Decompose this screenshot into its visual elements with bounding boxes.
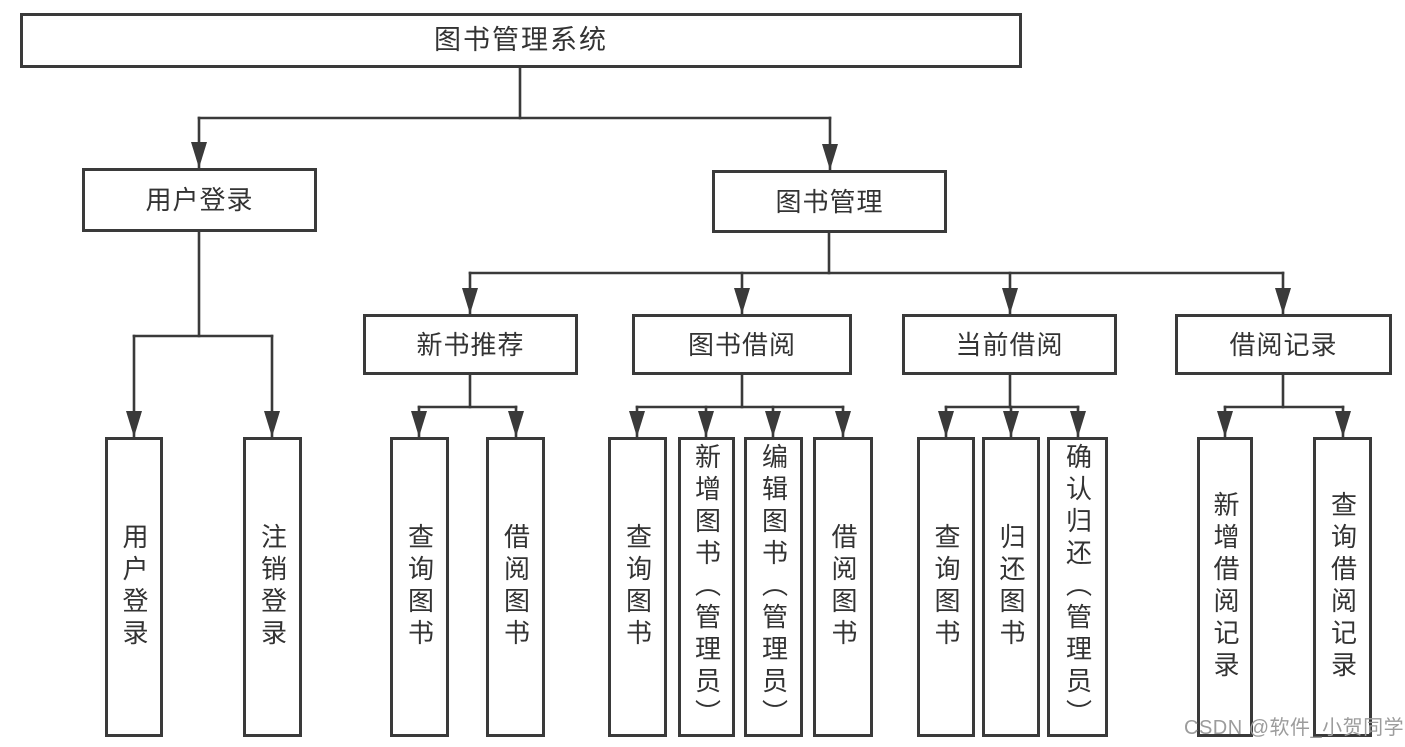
node-label: 用户登录 bbox=[119, 523, 149, 651]
watermark: CSDN @软件_小贺同学 bbox=[1184, 717, 1405, 739]
leaf-logout: 注销登录 bbox=[243, 437, 302, 737]
node-label: 查询图书 bbox=[404, 523, 435, 651]
leaf-user-login: 用户登录 bbox=[105, 437, 163, 737]
node-label: 图书借阅 bbox=[687, 329, 796, 360]
node-label: 归还图书 bbox=[996, 523, 1026, 651]
node-label: 借阅图书 bbox=[500, 523, 531, 651]
node-label: 查询图书 bbox=[931, 523, 961, 651]
leaf-query-books-recommend: 查询图书 bbox=[390, 437, 449, 737]
node-label: 用户登录 bbox=[145, 185, 254, 215]
node-label: 查询图书 bbox=[622, 523, 653, 651]
leaf-add-borrow-record: 新增借阅记录 bbox=[1197, 437, 1253, 737]
leaf-confirm-return-admin: 确认归还（管理员） bbox=[1047, 437, 1108, 737]
leaf-borrow-books-recommend: 借阅图书 bbox=[486, 437, 545, 737]
leaf-query-books-borrow: 查询图书 bbox=[608, 437, 667, 737]
leaf-borrow-books: 借阅图书 bbox=[813, 437, 873, 737]
node-label: 借阅记录 bbox=[1229, 329, 1338, 360]
node-label: 借阅图书 bbox=[828, 523, 858, 651]
node-label: 查询借阅记录 bbox=[1327, 491, 1358, 683]
node-current-borrow: 当前借阅 bbox=[902, 314, 1117, 375]
leaf-query-books-current: 查询图书 bbox=[917, 437, 975, 737]
node-label: 新增借阅记录 bbox=[1210, 491, 1240, 683]
node-user-login: 用户登录 bbox=[82, 168, 317, 232]
node-root-library-system: 图书管理系统 bbox=[20, 13, 1022, 68]
leaf-add-books-admin: 新增图书（管理员） bbox=[678, 437, 735, 737]
node-label: 确认归还（管理员） bbox=[1062, 443, 1093, 731]
leaf-edit-books-admin: 编辑图书（管理员） bbox=[744, 437, 803, 737]
node-label: 编辑图书（管理员） bbox=[758, 443, 789, 731]
node-book-borrow: 图书借阅 bbox=[632, 314, 852, 375]
node-book-management: 图书管理 bbox=[712, 170, 947, 233]
leaf-query-borrow-record: 查询借阅记录 bbox=[1313, 437, 1372, 737]
leaf-return-books: 归还图书 bbox=[982, 437, 1040, 737]
node-new-book-recommend: 新书推荐 bbox=[363, 314, 578, 375]
node-borrow-records: 借阅记录 bbox=[1175, 314, 1392, 375]
node-label: 图书管理系统 bbox=[434, 25, 608, 55]
node-label: 当前借阅 bbox=[955, 329, 1064, 360]
node-label: 注销登录 bbox=[257, 523, 288, 651]
node-label: 新书推荐 bbox=[416, 329, 525, 360]
node-label: 新增图书（管理员） bbox=[691, 443, 722, 731]
node-label: 图书管理 bbox=[775, 186, 884, 217]
